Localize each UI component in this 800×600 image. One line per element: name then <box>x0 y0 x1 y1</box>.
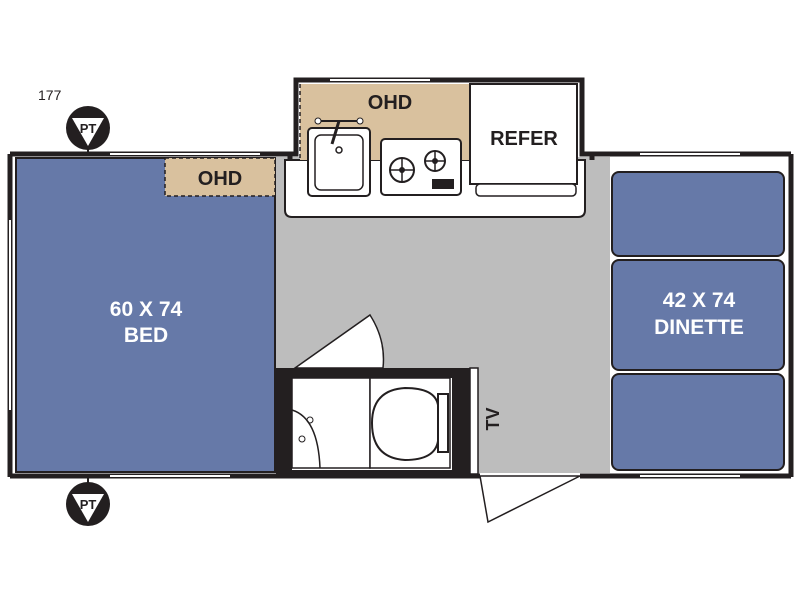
bathroom <box>276 368 470 476</box>
dinette <box>610 158 787 472</box>
ohd-label-galley: OHD <box>368 92 412 114</box>
model-number: 177 <box>38 87 62 103</box>
cooktop <box>380 138 462 196</box>
dinette-size-label: 42 X 74 <box>663 289 736 312</box>
overhead-cabinet-bed <box>164 157 276 197</box>
pt-marker-top: PT <box>66 106 110 155</box>
windows <box>9 79 740 477</box>
tv-mount <box>469 367 479 475</box>
bathroom-door-swing <box>292 313 385 369</box>
pt-marker-bottom: PT <box>66 476 110 526</box>
pt-label-bottom: PT <box>80 497 97 512</box>
toilet <box>370 386 449 462</box>
pt-label-top: PT <box>80 121 97 136</box>
shower <box>291 377 371 469</box>
bed-size-label: 60 X 74 <box>110 298 183 321</box>
sink <box>307 117 371 197</box>
refer-label: REFER <box>490 128 558 150</box>
dinette-name-label: DINETTE <box>654 316 744 339</box>
refrigerator <box>469 83 578 197</box>
entry-door-swing <box>479 475 581 524</box>
ohd-label-bed: OHD <box>198 168 242 190</box>
tv-label: TV <box>483 407 503 430</box>
bed-name-label: BED <box>124 324 168 347</box>
bed <box>15 157 276 473</box>
